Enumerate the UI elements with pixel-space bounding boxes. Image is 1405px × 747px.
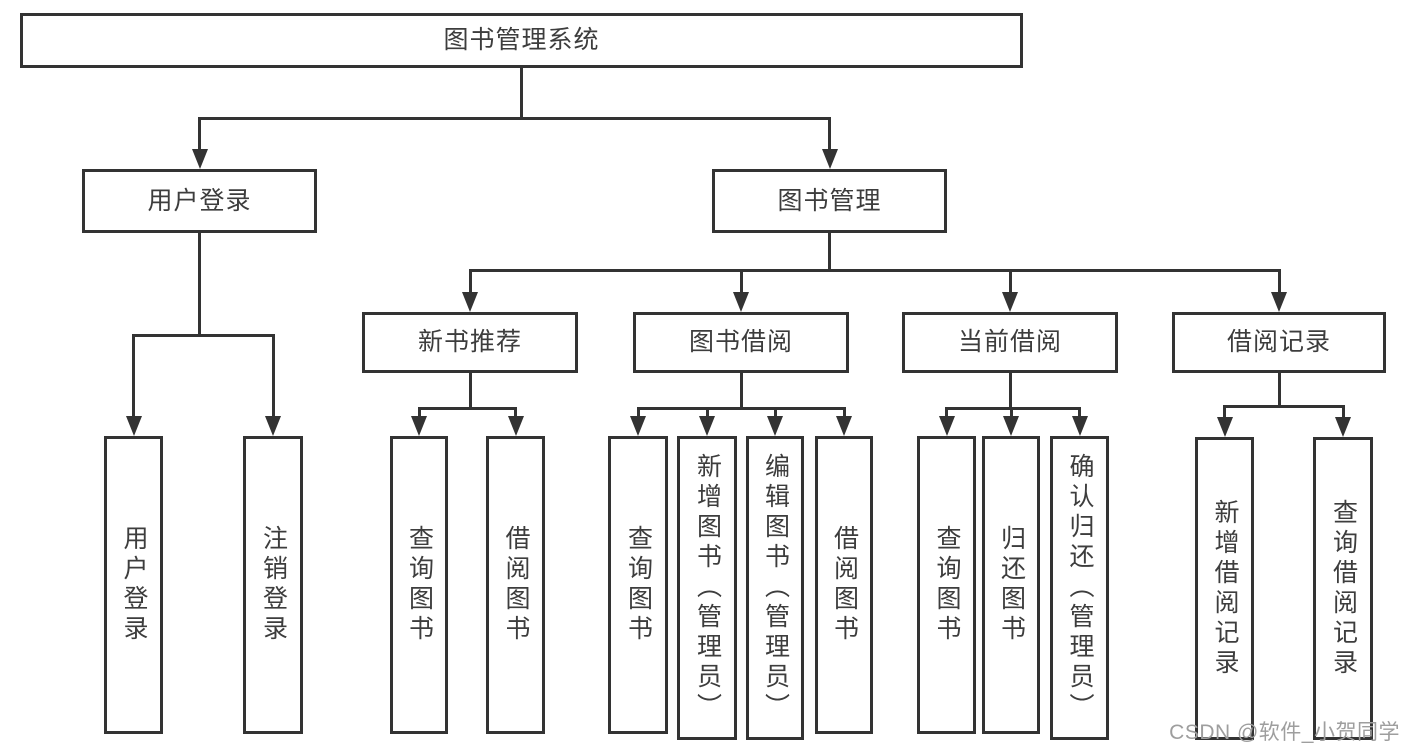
diagram-node-leaf-add-book: 新增图书（管理员） [677, 436, 737, 740]
connector-line [1223, 404, 1345, 408]
connector-line [739, 373, 743, 408]
connector-line [198, 118, 201, 155]
node-label-user-login-group: 用户登录 [147, 186, 252, 215]
node-label-leaf-query-record: 查询借阅记录 [1329, 498, 1358, 679]
connector-line [1277, 270, 1281, 298]
diagram-node-user-login-group: 用户登录 [82, 169, 317, 233]
diagram-node-leaf-query-book-1: 查询图书 [390, 436, 448, 734]
node-label-leaf-user-login: 用户登录 [120, 525, 148, 645]
diagram-node-leaf-user-login: 用户登录 [104, 436, 163, 734]
connector-line [417, 408, 421, 422]
diagram-node-book-management: 图书管理 [712, 169, 947, 233]
connector-line [739, 270, 743, 298]
arrow-down-icon [1216, 417, 1233, 437]
arrow-down-icon [767, 416, 783, 436]
arrow-down-icon [1003, 416, 1019, 436]
diagram-node-new-book-recommend: 新书推荐 [362, 312, 578, 373]
arrow-down-icon [411, 416, 427, 436]
connector-line [468, 268, 1281, 272]
diagram-node-leaf-borrow-book-2: 借阅图书 [815, 436, 873, 734]
diagram-node-current-borrow: 当前借阅 [902, 312, 1118, 373]
connector-line [417, 406, 517, 410]
arrow-down-icon [462, 292, 478, 312]
node-label-book-management: 图书管理 [777, 186, 882, 215]
connector-line [520, 68, 523, 118]
diagram-node-leaf-logout: 注销登录 [243, 436, 303, 734]
arrow-down-icon [125, 416, 142, 436]
diagram-node-leaf-confirm-return: 确认归还（管理员） [1050, 436, 1109, 740]
diagram-node-leaf-query-book-2: 查询图书 [608, 436, 668, 734]
connector-line [271, 335, 275, 422]
node-label-leaf-logout: 注销登录 [259, 525, 288, 645]
node-label-leaf-edit-book: 编辑图书（管理员） [761, 453, 790, 723]
csdn-watermark: CSDN @软件_小贺同学 [1169, 721, 1400, 744]
connector-line [132, 335, 135, 422]
node-label-new-book-recommend: 新书推荐 [417, 328, 522, 356]
node-label-leaf-borrow-book-1: 借阅图书 [502, 525, 530, 645]
arrow-down-icon [1271, 292, 1287, 312]
connector-line [773, 408, 777, 422]
arrow-down-icon [938, 416, 955, 436]
node-label-borrow-records: 借阅记录 [1226, 328, 1331, 356]
connector-line [514, 408, 517, 422]
connector-line [705, 408, 709, 422]
arrow-down-icon [630, 416, 646, 436]
node-label-library-system: 图书管理系统 [443, 26, 600, 54]
node-label-current-borrow: 当前借阅 [957, 328, 1062, 356]
diagram-node-leaf-edit-book: 编辑图书（管理员） [746, 436, 804, 740]
connector-line [1223, 406, 1226, 423]
connector-line [1078, 408, 1081, 422]
connector-line [1341, 406, 1345, 423]
arrow-down-icon [1335, 417, 1351, 437]
diagram-node-leaf-query-record: 查询借阅记录 [1313, 437, 1373, 740]
connector-line [1009, 408, 1013, 422]
arrow-down-icon [821, 149, 838, 169]
connector-line [468, 270, 472, 298]
node-label-leaf-add-record: 新增借阅记录 [1211, 498, 1239, 679]
connector-line [636, 408, 640, 422]
diagram-node-leaf-query-book-3: 查询图书 [917, 436, 976, 734]
diagram-node-borrow-records: 借阅记录 [1172, 312, 1386, 373]
connector-line [198, 233, 201, 335]
connector-line [828, 233, 831, 270]
arrow-down-icon [507, 416, 524, 436]
connector-line [842, 408, 846, 422]
connector-line [132, 333, 275, 337]
node-label-book-borrow: 图书借阅 [688, 328, 793, 356]
arrow-down-icon [699, 416, 715, 436]
node-label-leaf-query-book-1: 查询图书 [405, 525, 434, 645]
arrow-down-icon [191, 149, 208, 169]
node-label-leaf-confirm-return: 确认归还（管理员） [1066, 453, 1094, 723]
diagram-node-leaf-add-record: 新增借阅记录 [1195, 437, 1254, 740]
connector-line [1008, 270, 1012, 298]
diagram-node-leaf-return-book: 归还图书 [982, 436, 1040, 734]
connector-line [636, 406, 846, 410]
connector-line [198, 116, 831, 120]
diagram-node-leaf-borrow-book-1: 借阅图书 [486, 436, 545, 734]
diagram-node-book-borrow: 图书借阅 [633, 312, 849, 373]
connector-line [468, 373, 472, 408]
node-label-leaf-return-book: 归还图书 [997, 525, 1026, 645]
arrow-down-icon [836, 416, 852, 436]
arrow-down-icon [1002, 292, 1018, 312]
arrow-down-icon [733, 292, 749, 312]
node-label-leaf-borrow-book-2: 借阅图书 [830, 525, 859, 645]
node-label-leaf-query-book-3: 查询图书 [933, 525, 961, 645]
arrow-down-icon [1071, 416, 1088, 436]
connector-line [945, 406, 1081, 410]
connector-line [1008, 373, 1012, 408]
connector-line [828, 118, 831, 155]
arrow-down-icon [265, 416, 281, 436]
connector-line [945, 408, 948, 422]
node-label-leaf-query-book-2: 查询图书 [624, 525, 653, 645]
node-label-leaf-add-book: 新增图书（管理员） [693, 453, 722, 723]
connector-line [1277, 373, 1281, 406]
diagram-node-library-system: 图书管理系统 [20, 13, 1023, 68]
